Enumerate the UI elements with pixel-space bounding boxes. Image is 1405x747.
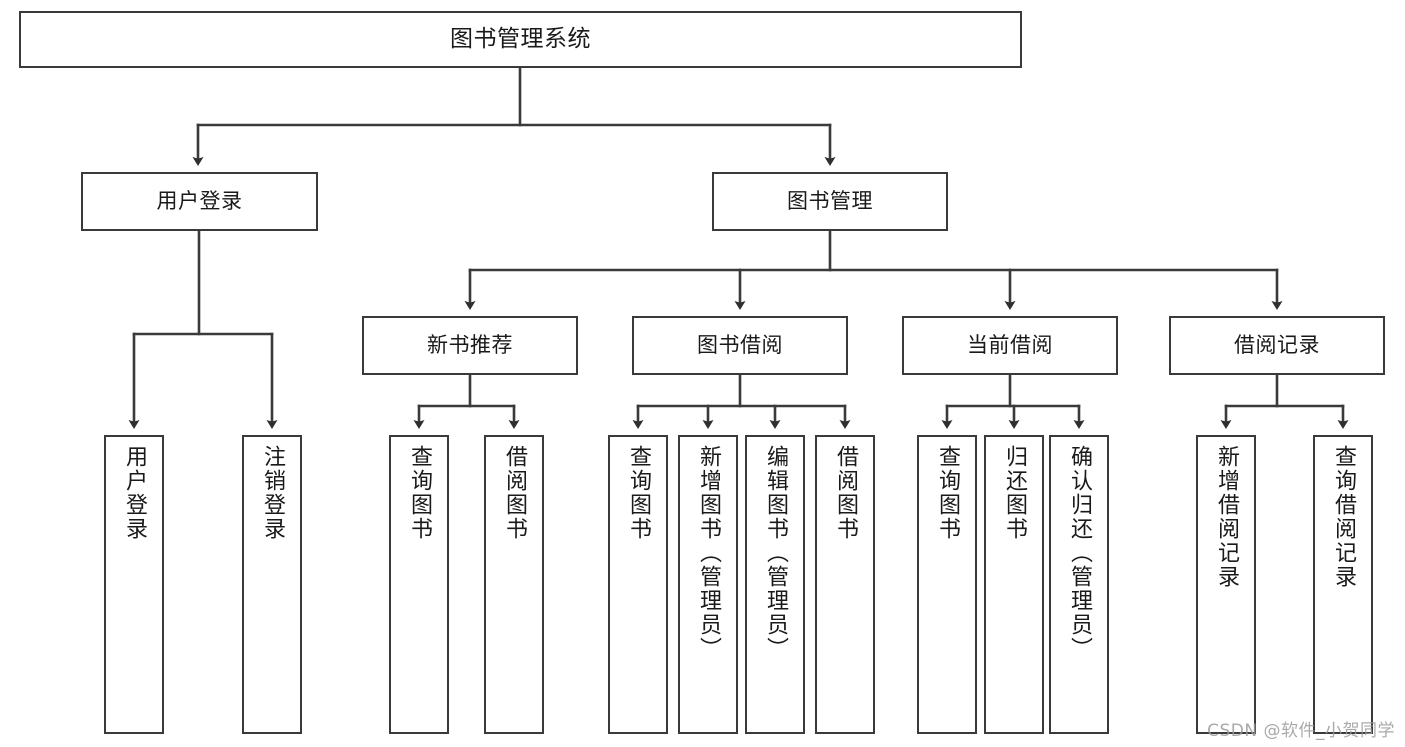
node-book-manage[interactable]: 图书管理 (712, 172, 948, 231)
node-leaf-add-book-label: 新增图书（管理员） (696, 445, 721, 661)
node-leaf-query-book-2-label: 查询图书 (626, 445, 651, 541)
node-root[interactable]: 图书管理系统 (19, 11, 1022, 68)
node-leaf-user-login[interactable]: 用户登录 (104, 435, 164, 734)
node-leaf-user-login-label: 用户登录 (122, 445, 147, 541)
node-leaf-borrow-book-1-label: 借阅图书 (502, 445, 527, 541)
node-book-manage-label: 图书管理 (787, 189, 873, 214)
node-borrow-record[interactable]: 借阅记录 (1169, 316, 1385, 375)
node-leaf-borrow-book-1[interactable]: 借阅图书 (484, 435, 544, 734)
node-borrow-record-label: 借阅记录 (1234, 333, 1320, 358)
node-leaf-confirm-return[interactable]: 确认归还（管理员） (1049, 435, 1109, 734)
watermark-text: CSDN @软件_小贺同学 (1207, 721, 1395, 741)
node-leaf-query-book-3[interactable]: 查询图书 (917, 435, 977, 734)
node-new-book-rec-label: 新书推荐 (427, 333, 513, 358)
node-leaf-edit-book[interactable]: 编辑图书（管理员） (745, 435, 805, 734)
node-leaf-add-record-label: 新增借阅记录 (1214, 445, 1239, 589)
node-leaf-query-book-2[interactable]: 查询图书 (608, 435, 668, 734)
node-new-book-rec[interactable]: 新书推荐 (362, 316, 578, 375)
node-user-login[interactable]: 用户登录 (81, 172, 318, 231)
node-leaf-add-book[interactable]: 新增图书（管理员） (678, 435, 738, 734)
node-leaf-logout[interactable]: 注销登录 (242, 435, 302, 734)
node-leaf-query-book-1-label: 查询图书 (407, 445, 432, 541)
node-leaf-borrow-book-2[interactable]: 借阅图书 (815, 435, 875, 734)
node-current-borrow-label: 当前借阅 (967, 333, 1053, 358)
node-leaf-query-book-3-label: 查询图书 (935, 445, 960, 541)
node-leaf-query-record[interactable]: 查询借阅记录 (1313, 435, 1373, 734)
node-leaf-return-book[interactable]: 归还图书 (984, 435, 1044, 734)
node-leaf-return-book-label: 归还图书 (1002, 445, 1027, 541)
node-leaf-add-record[interactable]: 新增借阅记录 (1196, 435, 1256, 734)
node-leaf-query-book-1[interactable]: 查询图书 (389, 435, 449, 734)
node-leaf-borrow-book-2-label: 借阅图书 (833, 445, 858, 541)
node-leaf-logout-label: 注销登录 (260, 445, 285, 541)
node-current-borrow[interactable]: 当前借阅 (902, 316, 1118, 375)
node-root-label: 图书管理系统 (450, 25, 591, 52)
node-leaf-edit-book-label: 编辑图书（管理员） (763, 445, 788, 661)
node-leaf-query-record-label: 查询借阅记录 (1331, 445, 1356, 589)
node-book-borrow-label: 图书借阅 (697, 333, 783, 358)
node-book-borrow[interactable]: 图书借阅 (632, 316, 848, 375)
node-leaf-confirm-return-label: 确认归还（管理员） (1067, 445, 1092, 661)
node-user-login-label: 用户登录 (156, 189, 243, 214)
